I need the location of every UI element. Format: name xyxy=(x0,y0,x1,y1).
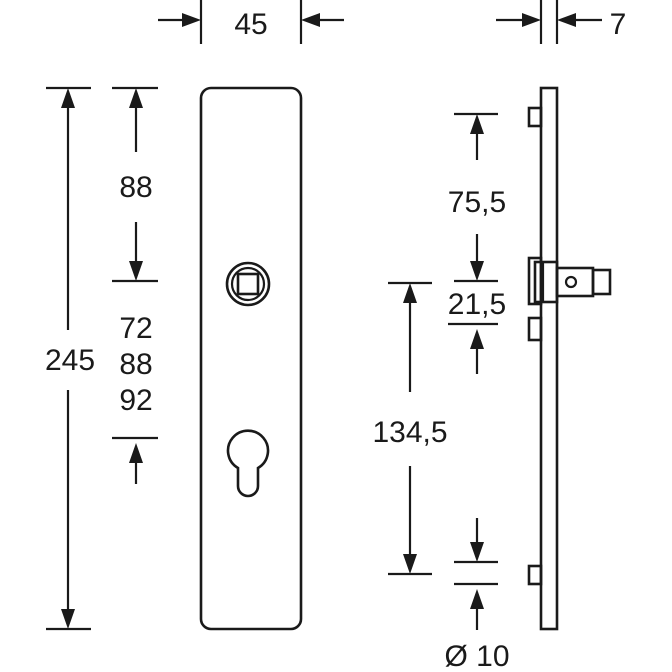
spindle-to-cylinder-dimension: 72 88 92 xyxy=(112,312,158,484)
side-bottom-hole-label: Ø 10 xyxy=(444,640,509,672)
cylinder-keyhole xyxy=(226,429,270,498)
front-plate xyxy=(199,86,303,631)
height-dimension: 245 xyxy=(45,86,95,631)
side-spindle-to-bottom-dimension: 134,5 xyxy=(372,281,448,576)
width-dimension: 45 xyxy=(158,0,344,44)
side-spindle xyxy=(527,256,612,306)
distance-label-92: 92 xyxy=(119,384,152,417)
side-top-to-spindle-dimension: 75,5 xyxy=(448,112,506,283)
side-plate xyxy=(539,86,559,631)
thickness-label: 7 xyxy=(610,8,627,41)
side-top-to-spindle-label: 75,5 xyxy=(448,186,506,219)
side-spindle-boss-label: 21,5 xyxy=(448,288,506,321)
side-mounting-boss-top xyxy=(527,106,543,128)
side-bottom-hole-dimension: Ø 10 xyxy=(444,518,510,672)
height-label: 245 xyxy=(45,344,95,377)
thickness-dimension: 7 xyxy=(496,0,626,44)
side-spindle-boss-dimension: 21,5 xyxy=(448,288,506,374)
side-spindle-to-bottom-label: 134,5 xyxy=(372,416,447,449)
width-label: 45 xyxy=(234,8,267,41)
side-mounting-boss-bottom xyxy=(527,564,543,586)
top-to-spindle-label: 88 xyxy=(119,171,152,204)
top-to-spindle-dimension: 88 xyxy=(112,86,158,283)
spindle-square-hole xyxy=(225,261,271,307)
distance-label-88: 88 xyxy=(119,348,152,381)
distance-label-72: 72 xyxy=(119,312,152,345)
side-spindle-boss-lower xyxy=(527,316,543,342)
